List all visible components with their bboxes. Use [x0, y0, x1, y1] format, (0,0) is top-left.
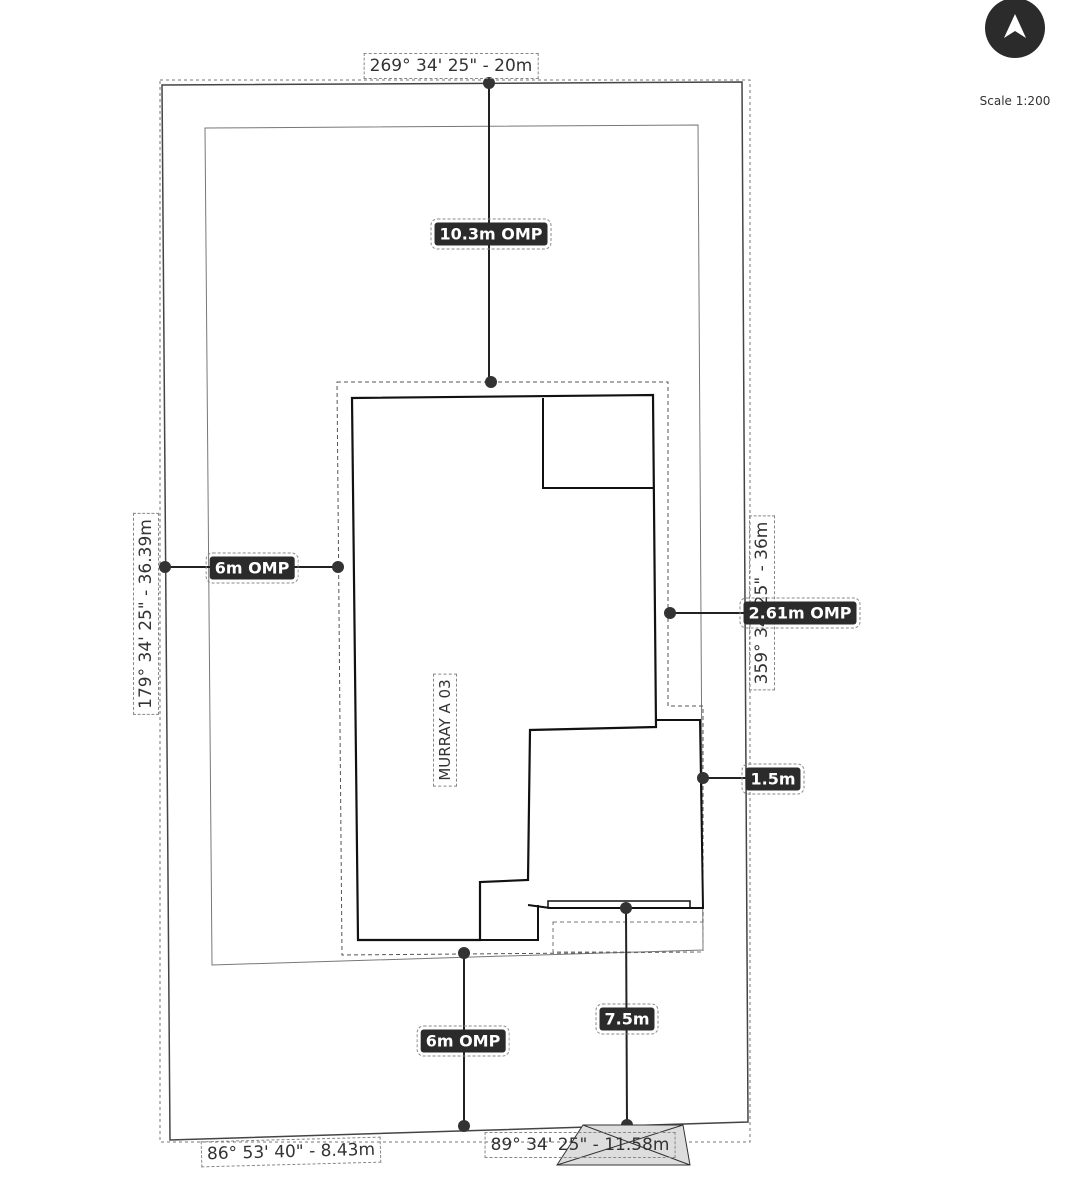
rear-setback-tag: 6m OMP [416, 1025, 510, 1057]
lot-boundary [161, 81, 749, 1141]
scale-label: Scale 1:200 [979, 94, 1051, 108]
boundary-top-label: 269° 34' 25" - 20m [363, 53, 539, 79]
north-arrow-icon[interactable] [985, 0, 1045, 58]
garage-footprint [527, 719, 705, 909]
boundary-bottom-left-label: 86° 53' 40" - 8.43m [200, 1136, 382, 1168]
front-setback-tag: 10.3m OMP [430, 218, 552, 250]
driveway-outline [552, 921, 704, 953]
building-label: MURRAY A 03 [433, 673, 457, 787]
right-setback-tag: 2.61m OMP [739, 597, 861, 629]
garage-door [547, 900, 691, 909]
room-top-right [542, 398, 653, 489]
left-setback-tag: 6m OMP [205, 552, 299, 584]
garage-side-setback-tag: 1.5m [741, 763, 805, 795]
house-footprint [350, 393, 658, 942]
setback-envelope [204, 124, 704, 966]
boundary-left-label: 179° 34' 25" - 36.39m [133, 513, 159, 715]
building-outline-dashed [336, 381, 704, 956]
lot-bounding-box [159, 79, 751, 1143]
garage-setback-tag: 7.5m [595, 1003, 659, 1035]
crossover-icon [556, 1124, 691, 1166]
boundary-bottom-right-label: 89° 34' 25" - 11.58m [484, 1132, 676, 1158]
porch [480, 905, 539, 941]
